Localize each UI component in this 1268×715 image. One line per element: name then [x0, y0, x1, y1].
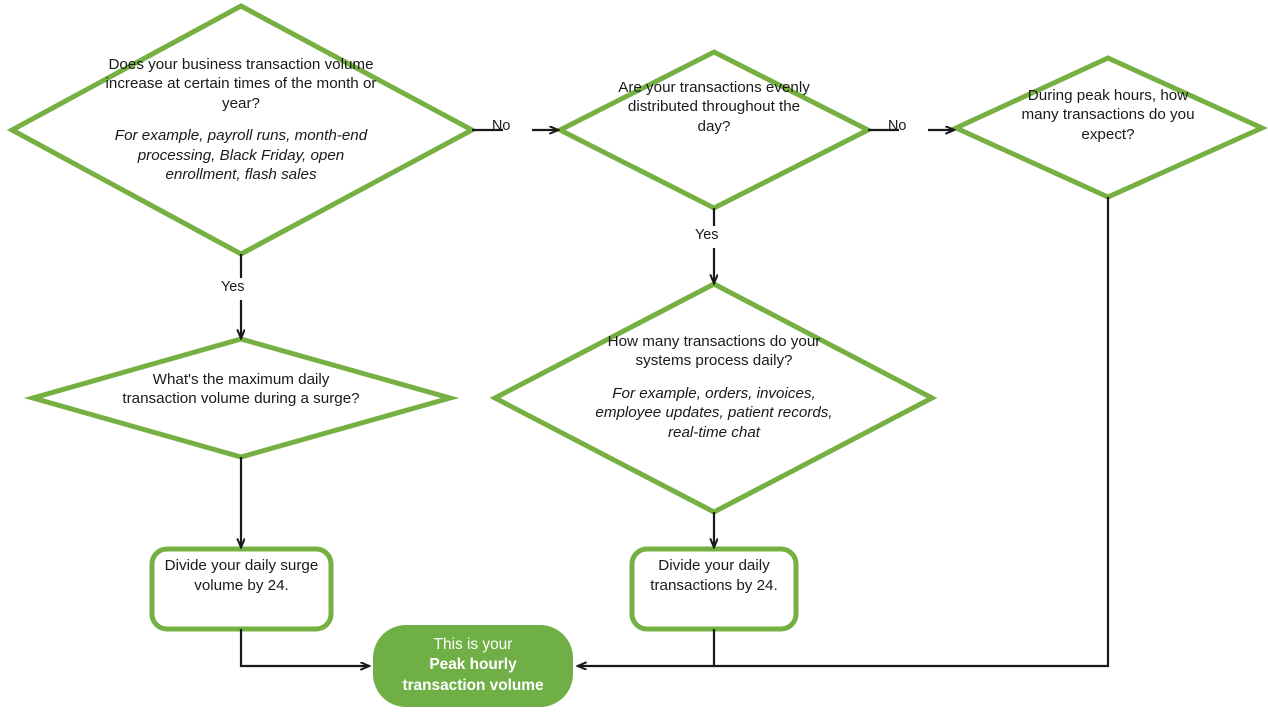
node-divide-daily-label: Divide your daily transactions by 24.: [650, 557, 778, 594]
edge-label-even-distribution-no: No: [888, 118, 907, 134]
edge-label-seasonality-no: No: [492, 118, 511, 134]
node-result-emphasis-line1: Peak hourly: [429, 656, 517, 674]
edge-divide-daily-to-result: [578, 629, 716, 666]
edge-label-even-distribution-yes: Yes: [695, 227, 719, 243]
edge-divide-surge-to-result: [239, 629, 369, 666]
edge-label-seasonality-yes: Yes: [221, 279, 245, 295]
node-daily-volume-shape: [489, 281, 938, 515]
edge-peak-hours-to-result: [714, 197, 1110, 668]
node-result-shape: [373, 625, 573, 707]
node-peak-hours-shape: [949, 55, 1268, 200]
node-result-emphasis-line2: transaction volume: [402, 676, 544, 694]
node-surge-volume-shape: [23, 336, 460, 460]
node-even-distribution-shape: [554, 49, 874, 211]
node-result-lead: This is your: [433, 636, 513, 653]
node-divide-surge-label: Divide your daily surge volume by 24.: [164, 557, 319, 594]
node-seasonality-shape: [6, 3, 478, 257]
node-result-label: This is your Peak hourly transaction vol…: [375, 635, 571, 696]
